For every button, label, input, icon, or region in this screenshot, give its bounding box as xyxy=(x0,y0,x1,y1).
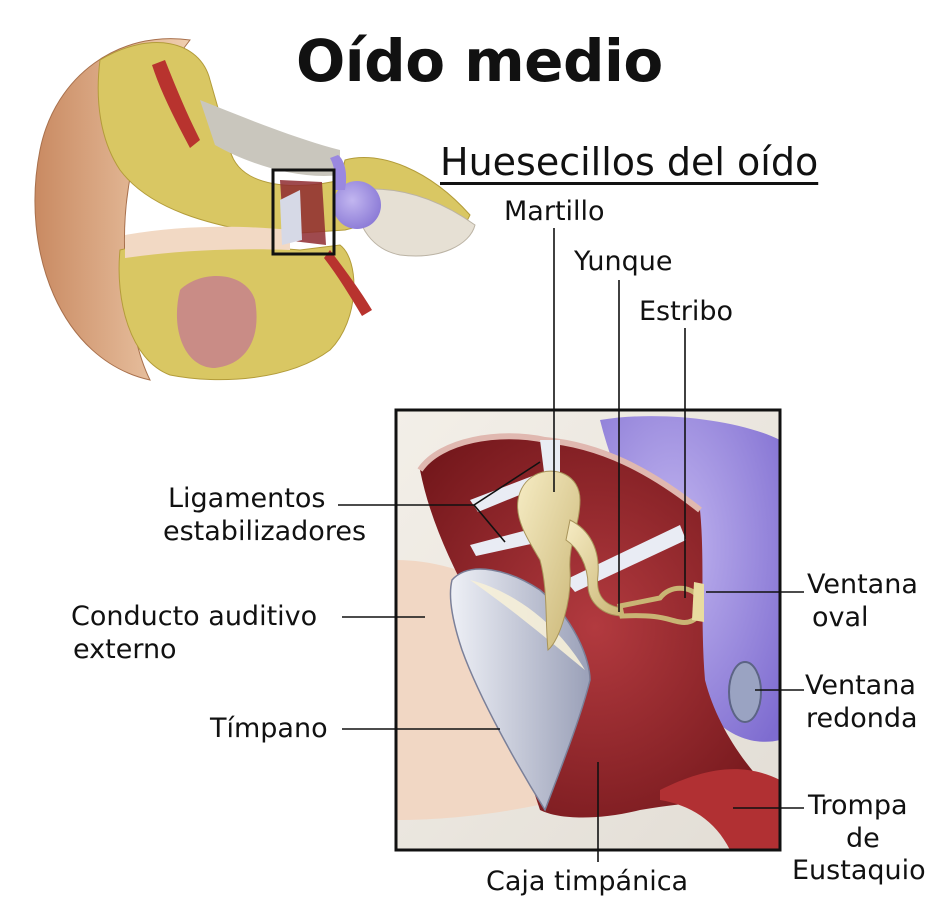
petrous-bone xyxy=(354,188,476,257)
line-ligamentos-b xyxy=(473,461,541,506)
label-ventana-oval-line1: Ventana xyxy=(807,569,918,600)
label-ligamentos-line1: Ligamentos xyxy=(168,483,326,514)
label-conducto-line2: externo xyxy=(73,634,177,665)
label-ventana-redonda-line1: Ventana xyxy=(805,670,916,701)
label-ventana-redonda-line2: redonda xyxy=(806,703,918,734)
malleus-icon xyxy=(517,470,581,651)
label-trompa-line1: Trompa xyxy=(808,790,908,821)
vessel-red xyxy=(152,60,200,148)
ear-overview xyxy=(34,38,476,381)
eustachian-tube xyxy=(660,769,780,850)
leader-lines xyxy=(338,228,804,862)
detail-illustration xyxy=(396,410,780,850)
detail-frame xyxy=(394,408,782,852)
zoom-box xyxy=(271,168,336,256)
label-yunque: Yunque xyxy=(574,246,673,277)
line-ligamentos-c xyxy=(473,504,506,543)
cochlea-small xyxy=(333,181,381,229)
label-trompa-line2: de xyxy=(846,823,880,854)
label-estribo: Estribo xyxy=(639,296,733,327)
cochlea-canal xyxy=(330,155,347,190)
page-title: Oído medio xyxy=(296,27,663,95)
label-timpano: Tímpano xyxy=(210,713,328,744)
eardrum-small xyxy=(280,190,302,245)
label-trompa-line3: Eustaquio xyxy=(792,855,926,886)
grey-tissue xyxy=(200,100,340,176)
ligament-3 xyxy=(540,440,560,480)
label-conducto-line1: Conducto auditivo xyxy=(71,601,318,632)
round-window xyxy=(728,661,762,723)
carotid xyxy=(324,250,372,316)
label-martillo: Martillo xyxy=(504,196,605,227)
label-ligamentos-line2: estabilizadores xyxy=(163,516,367,547)
label-caja-timpanica: Caja timpánica xyxy=(486,866,689,897)
oval-window xyxy=(692,582,704,622)
mastoid-tissue xyxy=(176,276,257,368)
label-ventana-oval-line2: oval xyxy=(812,602,869,633)
ear-canal xyxy=(125,226,290,258)
page-subtitle: Huesecillos del oído xyxy=(440,140,819,184)
